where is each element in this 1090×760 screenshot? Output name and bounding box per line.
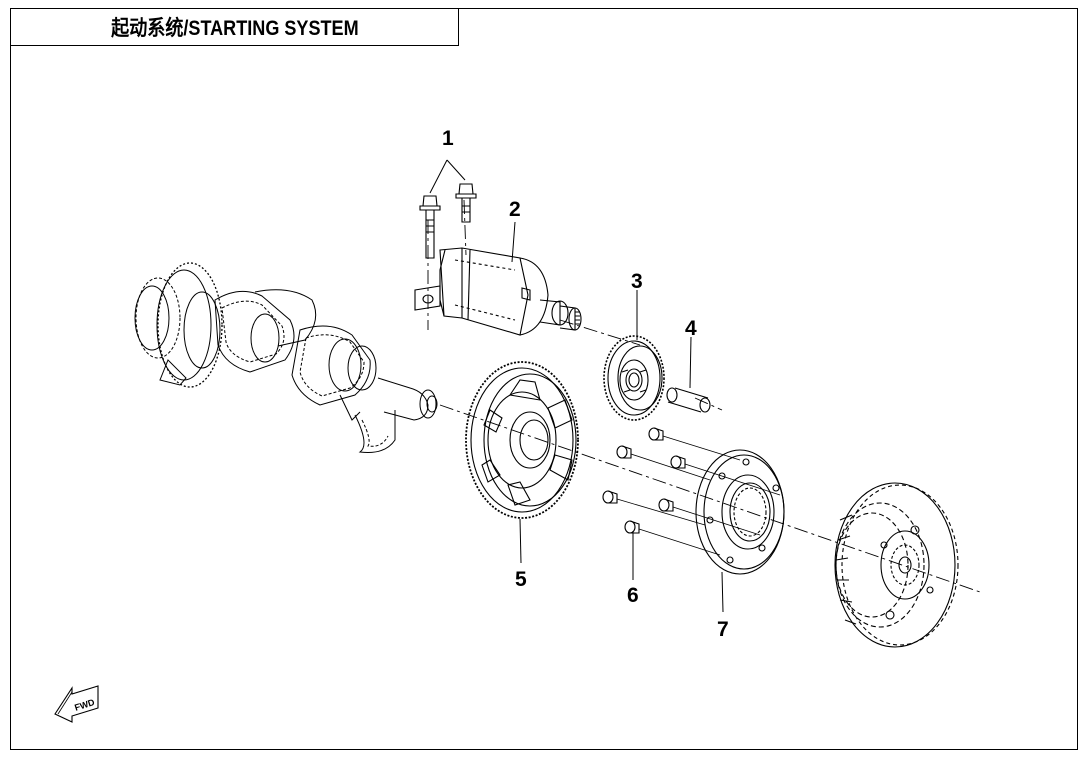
callout-2: 2 — [509, 198, 521, 221]
callout-5: 5 — [515, 568, 527, 591]
bolts-1 — [419, 183, 477, 259]
bolts-6 — [602, 427, 686, 534]
callout-4: 4 — [685, 317, 697, 340]
starter-driven-gear — [465, 361, 579, 519]
crankshaft — [134, 262, 438, 453]
starter-motor — [414, 247, 582, 336]
flywheel-rotor — [834, 482, 959, 648]
drawing-frame — [10, 8, 1078, 750]
one-way-clutch — [695, 449, 785, 575]
fwd-arrow-icon: FWD — [54, 685, 99, 723]
callout-6: 6 — [627, 584, 639, 607]
callout-1: 1 — [442, 127, 454, 150]
title-box: 起动系统/STARTING SYSTEM — [10, 8, 459, 46]
bolt-guide-lines — [616, 435, 781, 556]
shaft — [666, 387, 711, 413]
callout-7: 7 — [717, 618, 729, 641]
callout-3: 3 — [631, 270, 643, 293]
page-title: 起动系统/STARTING SYSTEM — [110, 17, 359, 40]
fwd-label: FWD — [73, 697, 96, 713]
callout-labels: 1 2 3 4 5 6 7 — [442, 127, 729, 641]
idler-gear — [603, 335, 665, 421]
axis-lines — [427, 199, 981, 593]
callout-leaders — [429, 159, 724, 613]
